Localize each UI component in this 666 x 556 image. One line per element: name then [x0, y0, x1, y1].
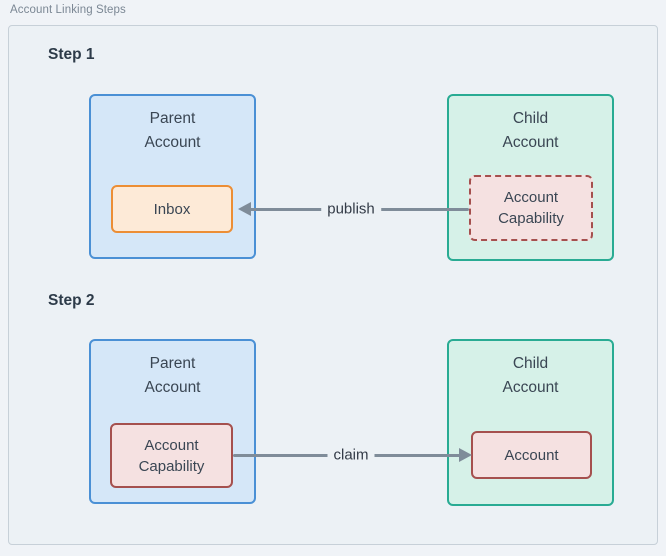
step2-child-account-title: Child Account: [502, 355, 559, 396]
step1-parent-account-group: Parent Account Inbox: [89, 94, 256, 259]
step1-inbox-node: Inbox: [111, 185, 233, 233]
step2-account-capability-label: Account Capability: [138, 436, 205, 475]
step1-parent-account-title: Parent Account: [144, 110, 201, 151]
step1-child-account-title: Child Account: [502, 110, 559, 151]
diagram-title: Account Linking Steps: [10, 4, 126, 16]
step1-account-capability-label: Account Capability: [498, 189, 564, 227]
step-2-heading: Step 2: [48, 292, 95, 309]
publish-edge-label: publish: [321, 200, 381, 218]
arrowhead-left-icon: [238, 202, 251, 216]
step2-parent-account-title: Parent Account: [144, 355, 201, 396]
step2-account-capability-node: Account Capability: [110, 423, 233, 488]
step1-inbox-label: Inbox: [153, 200, 191, 218]
step2-account-label: Account: [504, 446, 559, 464]
step2-account-node: Account: [471, 431, 592, 479]
diagram-panel: Step 1 Parent Account Inbox Child Accoun…: [8, 25, 658, 545]
step1-account-capability-node: Account Capability: [469, 175, 593, 241]
step1-child-account-group: Child Account Account Capability: [447, 94, 614, 261]
step2-child-account-group: Child Account Account: [447, 339, 614, 506]
arrowhead-right-icon: [459, 448, 472, 462]
step-1-heading: Step 1: [48, 46, 95, 63]
claim-edge-label: claim: [327, 446, 375, 464]
step2-parent-account-group: Parent Account Account Capability: [89, 339, 256, 504]
